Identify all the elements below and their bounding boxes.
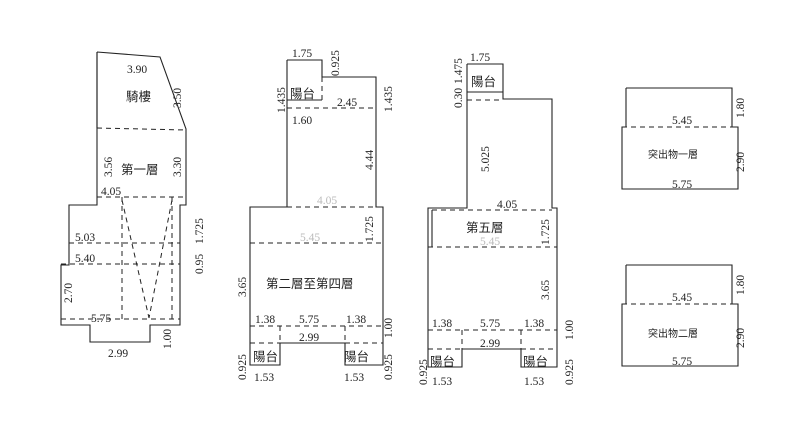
dim-label: 5.025 [480, 146, 492, 172]
dim-label: 1.38 [524, 318, 544, 330]
dim-label: 2.99 [299, 332, 319, 344]
dim-label: 1.80 [735, 98, 747, 118]
plan-floor-5: 陽台 第五層 陽台 陽台 1.75 1.475 0.30 5.025 4.05 … [418, 52, 576, 388]
dim-label: 5.75 [672, 356, 692, 368]
dim-label: 1.435 [276, 87, 288, 113]
dim-label: 0.925 [330, 50, 342, 76]
ground-arcade-line [96, 127, 187, 131]
dim-label: 0.95 [194, 254, 206, 274]
dim-label: 1.475 [453, 58, 465, 84]
dim-label: 1.53 [432, 376, 452, 388]
dim-label: 1.53 [344, 372, 364, 384]
dim-label: 1.725 [194, 218, 206, 244]
dim-label: 2.70 [63, 283, 75, 303]
dim-label: 0.925 [564, 359, 576, 385]
dim-label: 1.00 [162, 329, 174, 349]
dim-label: 1.75 [292, 48, 312, 60]
dim-label: 5.40 [75, 253, 95, 265]
dim-label: 1.38 [346, 314, 366, 326]
dim-label: 4.05 [497, 199, 517, 211]
dim-label: 1.00 [383, 318, 395, 338]
room-label: 陽台 [471, 74, 496, 89]
dim-label: 5.45 [672, 292, 692, 304]
dim-label: 3.30 [172, 157, 184, 177]
dim-label: 1.60 [292, 115, 312, 127]
dim-label: 1.53 [254, 372, 274, 384]
dim-label: 5.75 [299, 314, 319, 326]
dim-label: 1.725 [540, 219, 552, 245]
dim-label: 2.90 [735, 328, 747, 348]
roof-2-outline [621, 264, 739, 367]
dim-label: 3.90 [127, 64, 147, 76]
room-label: 陽台 [430, 354, 455, 369]
ground-outline [60, 51, 187, 343]
dim-label: 5.75 [91, 313, 111, 325]
dim-label: 1.725 [364, 216, 376, 242]
dim-label: 4.44 [364, 150, 376, 170]
dim-label: 3.65 [540, 280, 552, 300]
room-label: 突出物一層 [648, 148, 698, 161]
dim-label: 2.99 [108, 348, 128, 360]
dim-label: 1.75 [470, 52, 490, 64]
dim-label: 1.00 [564, 320, 576, 340]
room-label: 陽台 [290, 86, 315, 101]
dim-label: 1.80 [735, 275, 747, 295]
room-label: 陽台 [344, 349, 369, 364]
dim-label: 1.38 [432, 318, 452, 330]
room-label: 騎樓 [126, 89, 151, 104]
plan-ground: 騎樓 第一層 3.90 3.50 3.56 3.30 4.05 1.725 5.… [60, 51, 206, 360]
roof-1-outline [621, 87, 739, 190]
plan-roof-2: 突出物二層 5.45 1.80 2.90 5.75 [621, 264, 747, 368]
plan-roof-1: 突出物一層 5.45 1.80 2.90 5.75 [621, 87, 747, 191]
room-label: 第一層 [121, 162, 159, 177]
stair-diag-2 [148, 199, 173, 319]
dim-label: 0.30 [453, 88, 465, 108]
floor-5-outline [427, 63, 558, 368]
room-label: 陽台 [523, 354, 548, 369]
dim-label: 3.56 [103, 157, 115, 177]
dim-label: 2.99 [480, 338, 500, 350]
dim-label: 3.65 [237, 277, 249, 297]
room-label: 第二層至第四層 [266, 276, 354, 291]
dim-label: 4.05 [317, 195, 337, 207]
dim-label: 1.53 [524, 376, 544, 388]
floors-2-4-outline [249, 59, 384, 366]
dim-label: 1.38 [255, 314, 275, 326]
plan-floors-2-4: 第二層至第四層 陽台 陽台 陽台 1.75 0.925 1.435 2.45 1… [237, 48, 395, 384]
dim-label: 5.03 [75, 232, 95, 244]
dim-label: 5.45 [480, 236, 500, 248]
dim-label: 5.45 [300, 232, 320, 244]
dim-label: 2.45 [337, 97, 357, 109]
dim-label: 5.75 [480, 318, 500, 330]
dim-label: 4.05 [101, 186, 121, 198]
dim-label: 0.925 [237, 354, 249, 380]
room-label: 突出物二層 [648, 327, 698, 340]
room-label: 第五層 [466, 220, 504, 235]
dim-label: 5.75 [672, 179, 692, 191]
room-label: 陽台 [253, 349, 278, 364]
dim-label: 2.90 [735, 152, 747, 172]
dim-label: 1.435 [383, 86, 395, 112]
dim-label: 0.925 [418, 359, 430, 385]
stair-diag-1 [121, 199, 150, 319]
dim-label: 0.925 [383, 354, 395, 380]
dim-label: 5.45 [672, 115, 692, 127]
dim-label: 3.50 [172, 88, 184, 108]
